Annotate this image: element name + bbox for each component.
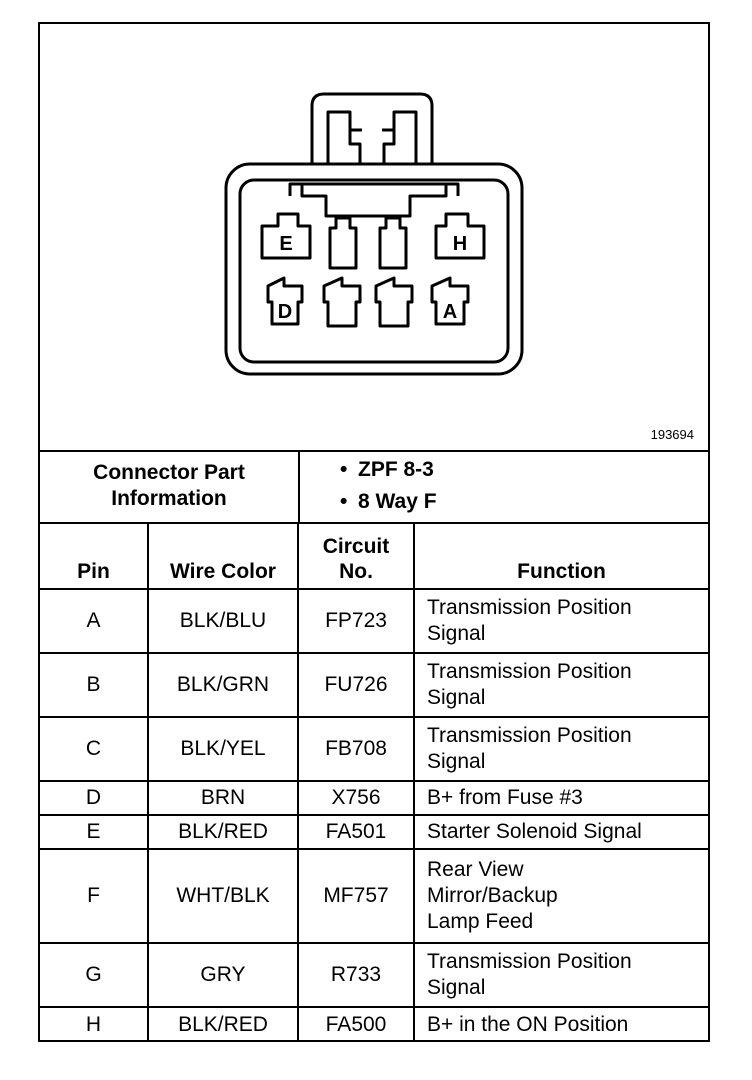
function-line: Lamp Feed <box>427 910 534 933</box>
figure-id: 193694 <box>650 427 694 442</box>
pin-label-a: A <box>443 301 457 323</box>
pin-cell: B <box>40 652 149 718</box>
function-line: Transmission Position <box>427 660 632 683</box>
wire-color-cell: BRN <box>147 780 299 816</box>
connector-body <box>224 162 524 376</box>
circuit-cell: MF757 <box>297 848 415 944</box>
bullet: • <box>340 490 348 513</box>
way-count-item: • 8 Way F <box>340 490 437 514</box>
circuit-cell: FA501 <box>297 814 415 850</box>
function-line: Starter Solenoid Signal <box>427 820 642 843</box>
table-header-row: Pin Wire Color Circuit No. Function <box>40 522 708 590</box>
function-line: Signal <box>427 622 486 645</box>
header-function: Function <box>413 522 708 590</box>
function-line: B+ from Fuse #3 <box>427 786 583 809</box>
function-line: Transmission Position <box>427 596 632 619</box>
wire-color-cell: BLK/BLU <box>147 588 299 654</box>
pin-cell: C <box>40 716 149 782</box>
connector-diagram-sheet: E H D A 193694 Connector Part Informatio… <box>38 22 710 1042</box>
wire-color-cell: BLK/YEL <box>147 716 299 782</box>
wire-color-cell: BLK/GRN <box>147 652 299 718</box>
header-circuit-line1: Circuit <box>322 535 390 558</box>
wire-color-cell: WHT/BLK <box>147 848 299 944</box>
part-number-item: • ZPF 8-3 <box>340 458 434 482</box>
circuit-cell: FU726 <box>297 652 415 718</box>
wire-color-cell: GRY <box>147 942 299 1008</box>
header-pin: Pin <box>40 522 149 590</box>
connector-figure: E H D A 193694 <box>40 24 708 452</box>
info-label-line2: Information <box>111 487 227 510</box>
circuit-cell: FP723 <box>297 588 415 654</box>
bullet: • <box>340 458 348 481</box>
info-label-line1: Connector Part <box>93 461 245 484</box>
header-wire-color: Wire Color <box>147 522 299 590</box>
wire-color-cell: BLK/RED <box>147 1006 299 1041</box>
pin-label-e: E <box>279 233 292 255</box>
function-line: Transmission Position <box>427 950 632 973</box>
function-line: B+ in the ON Position <box>427 1012 629 1036</box>
function-line: Transmission Position <box>427 724 632 747</box>
way-count: 8 Way F <box>358 490 437 513</box>
circuit-cell: FB708 <box>297 716 415 782</box>
connector-part-info-label: Connector Part Information <box>40 450 300 522</box>
circuit-cell: X756 <box>297 780 415 816</box>
pin-cell: D <box>40 780 149 816</box>
function-line: Signal <box>427 686 486 709</box>
header-circuit-line2: No. <box>339 560 373 583</box>
wire-color-cell: BLK/RED <box>147 814 299 850</box>
pin-cell: E <box>40 814 149 850</box>
function-line: Signal <box>427 976 486 999</box>
function-line: Signal <box>427 750 486 773</box>
circuit-cell: R733 <box>297 942 415 1008</box>
pin-cell: F <box>40 848 149 944</box>
connector-drawing: E H D A <box>224 92 524 376</box>
function-cell: B+ from Fuse #3 <box>413 780 708 816</box>
pin-label-h: H <box>453 233 467 255</box>
part-number: ZPF 8-3 <box>358 458 434 481</box>
pin-cell: H <box>40 1006 149 1041</box>
pin-cell: A <box>40 588 149 654</box>
header-circuit-no: Circuit No. <box>297 522 415 590</box>
pin-cell: G <box>40 942 149 1008</box>
function-line: Rear View <box>427 858 524 881</box>
connector-part-info: Connector Part Information • ZPF 8-3 • 8 W… <box>40 450 708 524</box>
circuit-cell: FA500 <box>297 1006 415 1041</box>
function-cell: Starter Solenoid Signal <box>413 814 708 850</box>
connector-latch <box>310 92 434 164</box>
function-cell: B+ in the ON Position <box>413 1006 708 1041</box>
pin-label-d: D <box>278 301 292 323</box>
function-line: Mirror/Backup <box>427 884 558 907</box>
